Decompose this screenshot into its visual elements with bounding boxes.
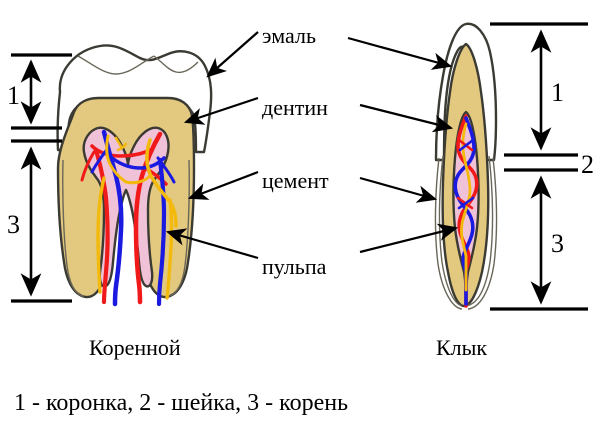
molar-enamel-cusp-line [153, 55, 199, 74]
molar-enamel-fissure-line [77, 55, 155, 75]
canine-cementum-outer-left [434, 157, 463, 310]
canine-vessel-cross-4 [457, 196, 475, 210]
label-enamel: эмаль [262, 23, 316, 48]
tooth-name-molar: Коренной [89, 335, 181, 360]
leader-dentin [183, 96, 454, 133]
molar-nerve-branch-2 [124, 174, 152, 185]
leader-dentin-left [183, 96, 259, 125]
legend-caption: 1 - коронка, 2 - шейка, 3 - корень [14, 390, 348, 416]
canine-vessel-cross-2 [458, 138, 475, 152]
label-pulp: пульпа [262, 254, 327, 279]
right-measure-root: 3 [490, 175, 588, 311]
molar-vein-right-root [156, 157, 167, 307]
canine-artery-main [456, 114, 479, 308]
canine-cementum-outer-right [467, 157, 498, 310]
leader-pulp-right [359, 223, 459, 254]
leader-enamel [206, 31, 453, 78]
molar-vein-main [101, 129, 124, 307]
tooth-name-canine: Клык [436, 335, 487, 360]
molar-artery-left-root [93, 147, 110, 305]
canine-tooth-illustration [434, 22, 498, 310]
leader-cement-right [359, 176, 438, 203]
number-neck-right: 2 [581, 150, 594, 179]
leader-enamel-right [347, 36, 453, 70]
molar-nerve-spike [114, 136, 128, 152]
leader-enamel-left [206, 31, 259, 78]
leader-cement-left [187, 170, 259, 200]
molar-dentin-shape [56, 96, 196, 299]
number-crown-left: 1 [7, 81, 20, 110]
leader-pulp-left [165, 228, 259, 260]
right-measure-crown: 1 [490, 22, 588, 157]
molar-nerve-left-root [96, 176, 106, 294]
molar-nerve-branch-1 [105, 134, 128, 184]
left-measure-crown: 1 [7, 53, 72, 130]
molar-vein-branch-3 [156, 156, 176, 184]
number-root-right: 3 [551, 229, 564, 258]
molar-artery-branch-3 [80, 150, 96, 182]
leader-dentin-right [359, 103, 454, 133]
molar-nerve-main [145, 138, 178, 228]
canine-cementum-layer-left [438, 155, 463, 307]
label-cement: цемент [262, 168, 329, 193]
right-measure-neck: 2 [504, 150, 594, 179]
number-crown-right: 1 [551, 78, 564, 107]
leader-cement [187, 170, 438, 203]
molar-cementum-layer-left [62, 159, 85, 297]
molar-tooth-illustration [56, 44, 213, 307]
canine-vein-main [453, 116, 476, 306]
left-measure-root: 3 [7, 139, 72, 303]
label-dentin: дентин [262, 95, 328, 120]
number-root-left: 3 [7, 210, 20, 239]
molar-nerve-right-root [165, 198, 174, 300]
leader-pulp [165, 223, 459, 260]
canine-cementum-layer-right [465, 155, 494, 307]
